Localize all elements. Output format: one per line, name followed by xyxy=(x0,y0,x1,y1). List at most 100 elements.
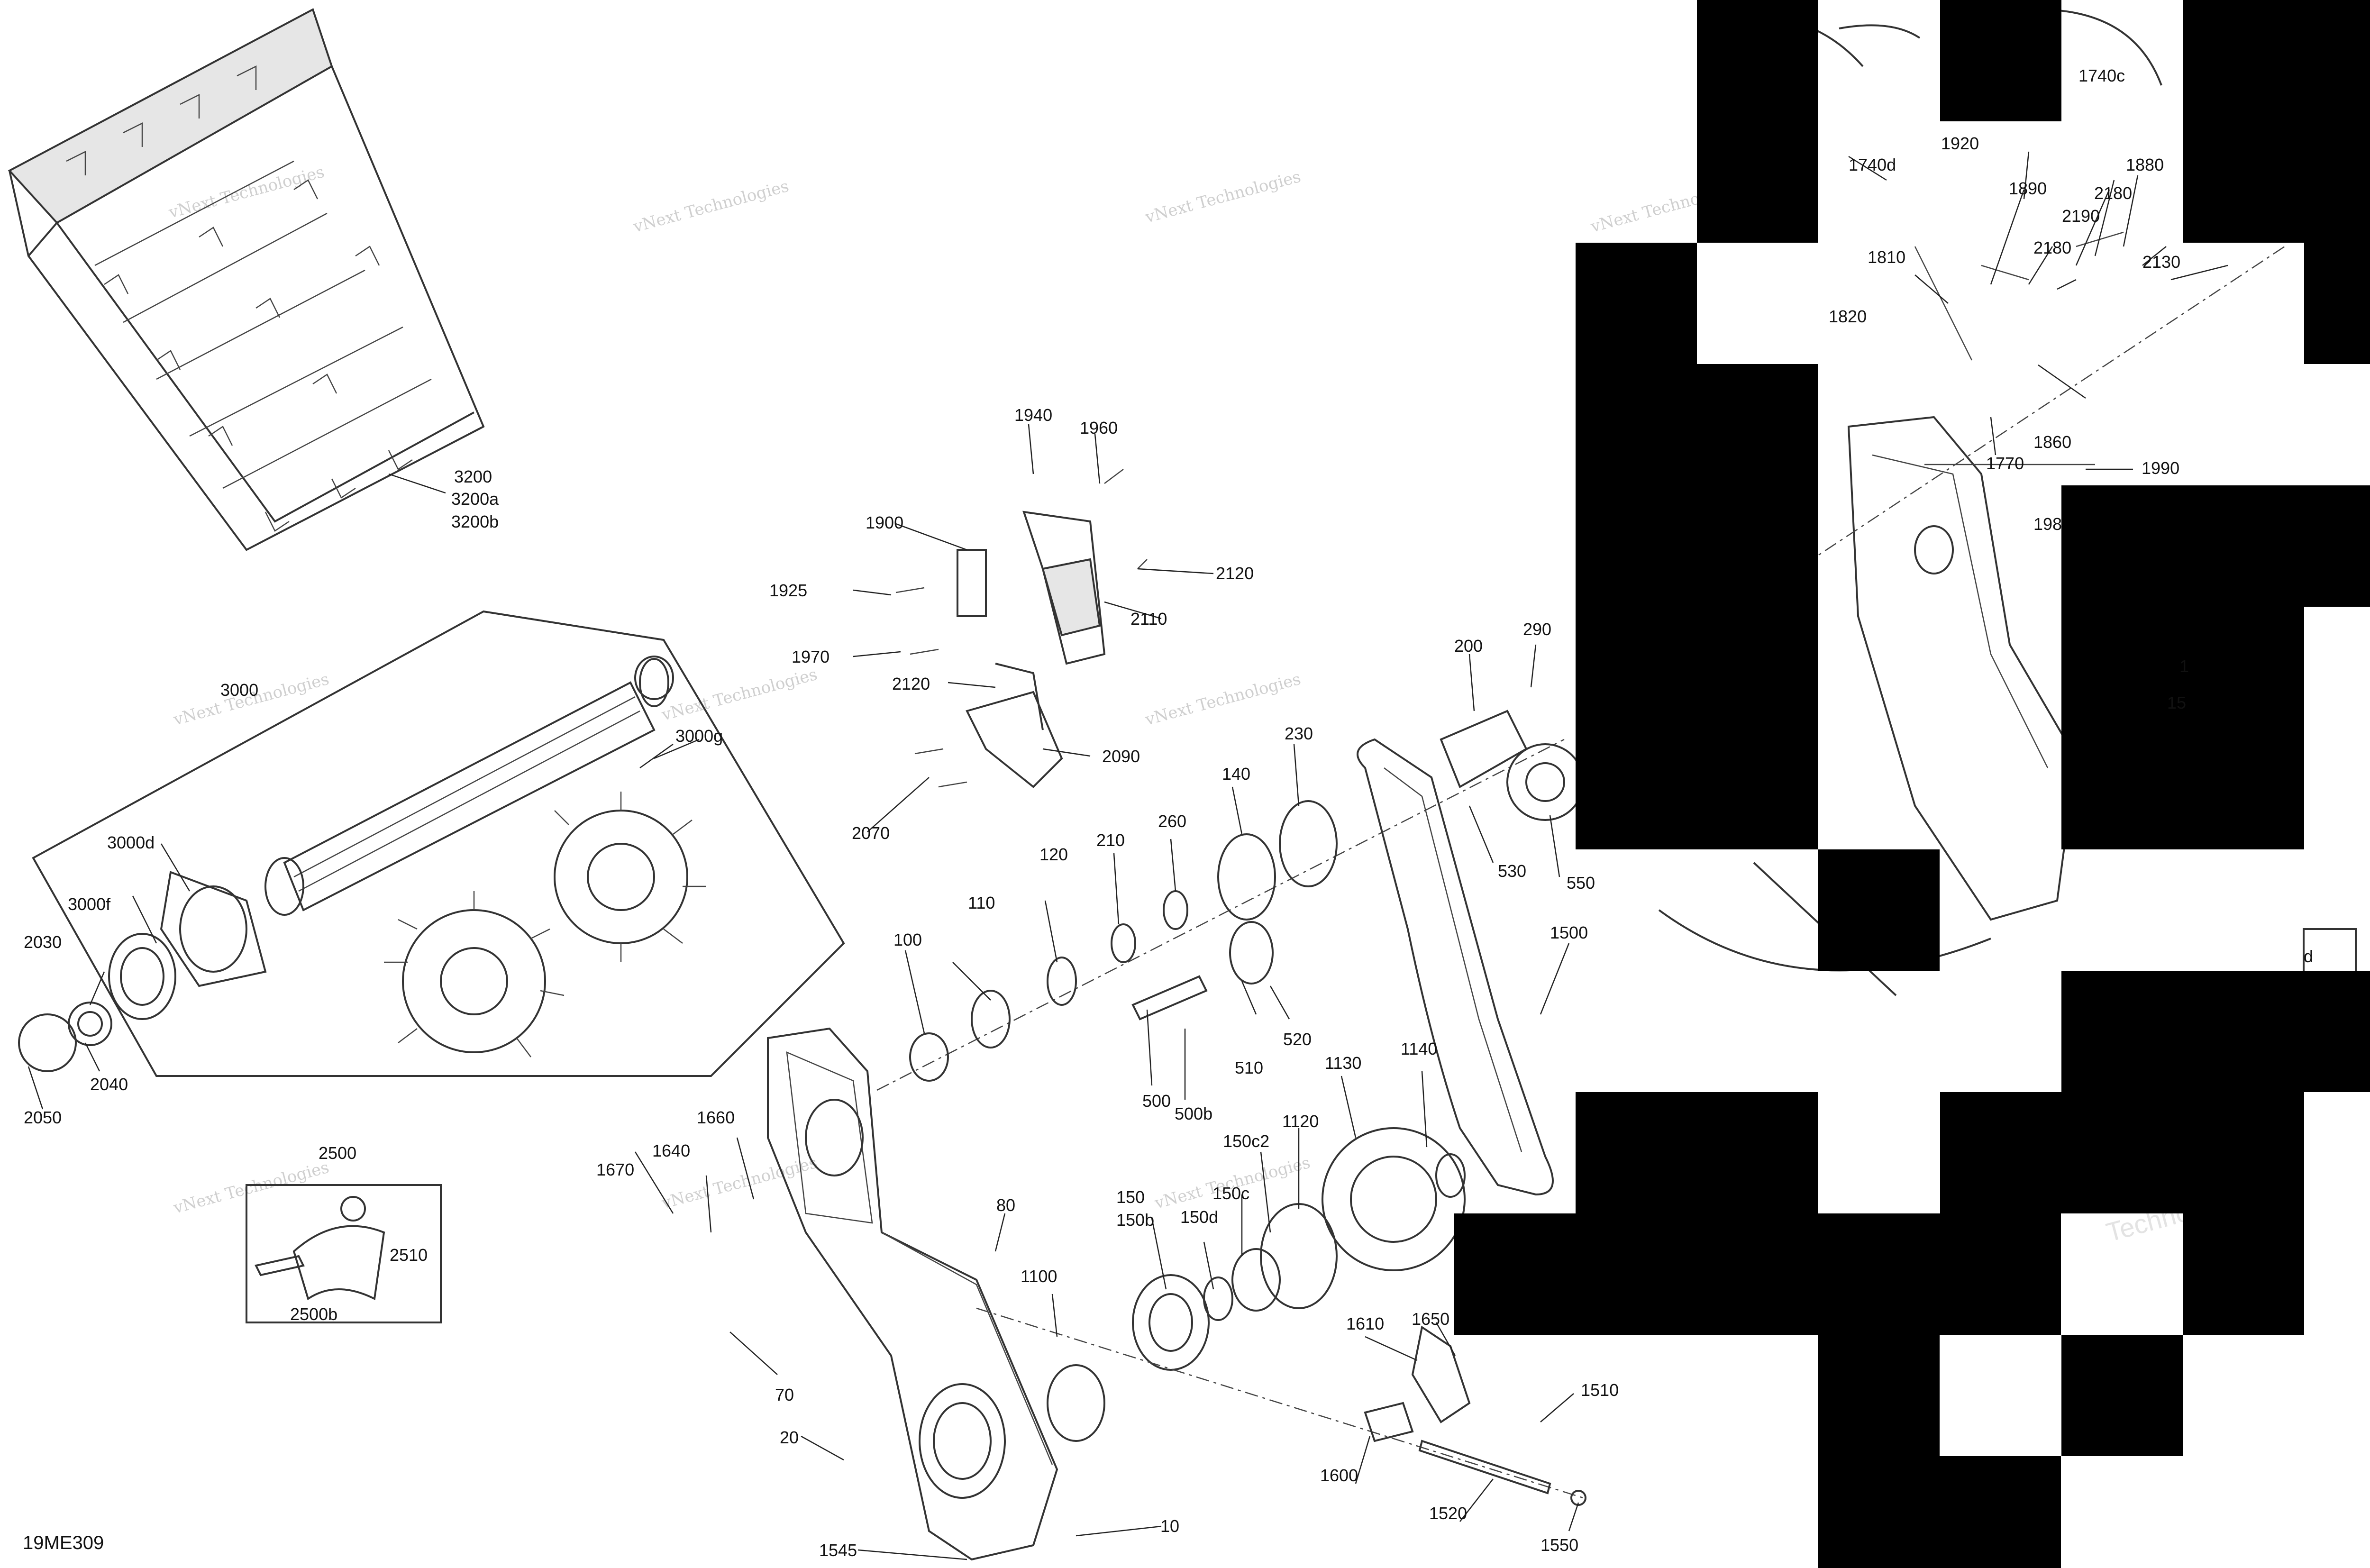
chaincase-housing xyxy=(767,1027,1058,1561)
callout-1660: 1660 xyxy=(697,1108,735,1127)
callout-2180-mid: 2180 xyxy=(2033,238,2071,257)
callout-2130: 2130 xyxy=(2142,252,2180,272)
callout-1940: 1940 xyxy=(1014,405,1052,425)
callout-10: 10 xyxy=(1160,1516,1179,1536)
callout-210: 210 xyxy=(1096,830,1125,850)
callout-3200a: 3200a xyxy=(451,489,499,509)
callout-198-partial: 198 xyxy=(2033,514,2062,534)
callout-1120: 1120 xyxy=(1282,1112,1319,1131)
callout-1740c: 1740c xyxy=(2078,66,2125,85)
drive-shaft-group xyxy=(32,610,845,1077)
document-id: 19ME309 xyxy=(23,1532,104,1553)
watermark: vNext Technologies xyxy=(171,1158,331,1218)
callout-260: 260 xyxy=(1158,811,1186,831)
watermark: vNext Technologies xyxy=(1143,670,1303,729)
callout-3000f: 3000f xyxy=(68,894,111,914)
callout-2120-upper: 2120 xyxy=(1216,564,1254,583)
circlip-2050 xyxy=(18,1013,77,1072)
callout-1990: 1990 xyxy=(2142,458,2179,478)
callout-3000d: 3000d xyxy=(107,833,155,852)
callout-100: 100 xyxy=(893,930,922,949)
callout-2500: 2500 xyxy=(319,1143,356,1163)
callout-1140: 1140 xyxy=(1401,1039,1437,1058)
callout-1600: 1600 xyxy=(1320,1466,1358,1485)
callout-1740d: 1740d xyxy=(1849,155,1896,174)
callout-500: 500 xyxy=(1142,1091,1171,1111)
callout-1900: 1900 xyxy=(866,513,903,532)
lower-gear-assembly xyxy=(976,1127,1586,1506)
callout-1920: 1920 xyxy=(1941,134,1979,153)
callout-labels: 3200 3200a 3200b 3000 3000g 3000d 3000f … xyxy=(23,66,2313,1560)
callout-530: 530 xyxy=(1498,861,1526,881)
callout-2110: 2110 xyxy=(1130,609,1167,629)
leader-lines xyxy=(27,151,2228,1560)
callout-1650: 1650 xyxy=(1412,1309,1449,1329)
callout-3000: 3000 xyxy=(220,680,258,700)
callout-1100: 1100 xyxy=(1021,1267,1057,1286)
callout-2050: 2050 xyxy=(24,1108,62,1127)
callout-150: 150 xyxy=(1116,1187,1145,1207)
callout-1890: 1890 xyxy=(2009,179,2047,198)
callout-70: 70 xyxy=(775,1385,794,1404)
callout-150c: 150c xyxy=(1212,1184,1249,1203)
callout-500b: 500b xyxy=(1175,1104,1212,1123)
callout-510: 510 xyxy=(1235,1058,1263,1077)
callout-1130: 1130 xyxy=(1325,1053,1361,1073)
callout-2040: 2040 xyxy=(90,1075,128,1094)
callout-1-partial: 1 xyxy=(2179,656,2189,676)
callout-1545: 1545 xyxy=(819,1541,857,1560)
watermark: vNext Technologies xyxy=(1152,1153,1313,1213)
callout-80: 80 xyxy=(996,1195,1015,1215)
callout-1670: 1670 xyxy=(596,1160,634,1179)
callout-2120-lower: 2120 xyxy=(892,674,930,693)
redaction-blocks xyxy=(1454,0,2370,1568)
callout-150c2: 150c2 xyxy=(1223,1131,1269,1151)
callout-1500: 1500 xyxy=(1550,923,1588,942)
watermark: vNext Technologies xyxy=(631,177,791,237)
callout-2180-top: 2180 xyxy=(2094,183,2132,203)
callout-110: 110 xyxy=(968,893,995,912)
callout-150d: 150d xyxy=(1180,1207,1218,1227)
callout-1550: 1550 xyxy=(1540,1535,1578,1555)
callout-1770: 1770 xyxy=(1986,454,2024,473)
callout-230: 230 xyxy=(1285,724,1313,743)
callout-2190: 2190 xyxy=(2062,206,2100,226)
callout-140: 140 xyxy=(1222,764,1250,784)
callout-1925: 1925 xyxy=(769,581,807,600)
callout-1860: 1860 xyxy=(2033,432,2071,452)
callout-1960: 1960 xyxy=(1080,418,1118,438)
callout-2070: 2070 xyxy=(852,823,890,843)
callout-1610: 1610 xyxy=(1346,1314,1384,1333)
watermark: vNext Technologies xyxy=(1143,167,1303,227)
callout-1640: 1640 xyxy=(652,1141,690,1160)
callout-550: 550 xyxy=(1567,873,1595,893)
callout-2030: 2030 xyxy=(24,932,62,952)
callout-3200b: 3200b xyxy=(451,512,499,531)
callout-290: 290 xyxy=(1523,620,1551,639)
watermarks: vNext Technologies vNext Technologies vN… xyxy=(166,163,2261,1248)
callout-3200: 3200 xyxy=(454,467,492,486)
watermark: vNext Technologies xyxy=(166,163,327,222)
callout-120: 120 xyxy=(1039,845,1068,864)
callout-2090: 2090 xyxy=(1102,747,1140,766)
callout-1510: 1510 xyxy=(1581,1380,1619,1400)
callout-1880: 1880 xyxy=(2126,155,2164,174)
bracket-assembly xyxy=(895,469,1148,788)
gear-train xyxy=(876,637,1665,1091)
kit-2500-box xyxy=(246,1184,442,1323)
callout-200: 200 xyxy=(1454,636,1483,656)
callout-d-partial: d xyxy=(2304,947,2313,966)
callout-1970: 1970 xyxy=(792,647,830,666)
callout-1810: 1810 xyxy=(1868,247,1905,267)
leader-3200 xyxy=(388,473,446,494)
callout-2510: 2510 xyxy=(390,1245,428,1265)
drive-chain-1500 xyxy=(1357,738,1554,1196)
callout-2500b: 2500b xyxy=(290,1304,337,1324)
callout-3000g: 3000g xyxy=(675,726,723,746)
callout-20: 20 xyxy=(780,1428,799,1447)
callout-1820: 1820 xyxy=(1829,307,1867,326)
callout-15-partial: 15 xyxy=(2167,693,2186,712)
callout-1520: 1520 xyxy=(1429,1504,1467,1523)
track-drawing xyxy=(8,8,485,551)
